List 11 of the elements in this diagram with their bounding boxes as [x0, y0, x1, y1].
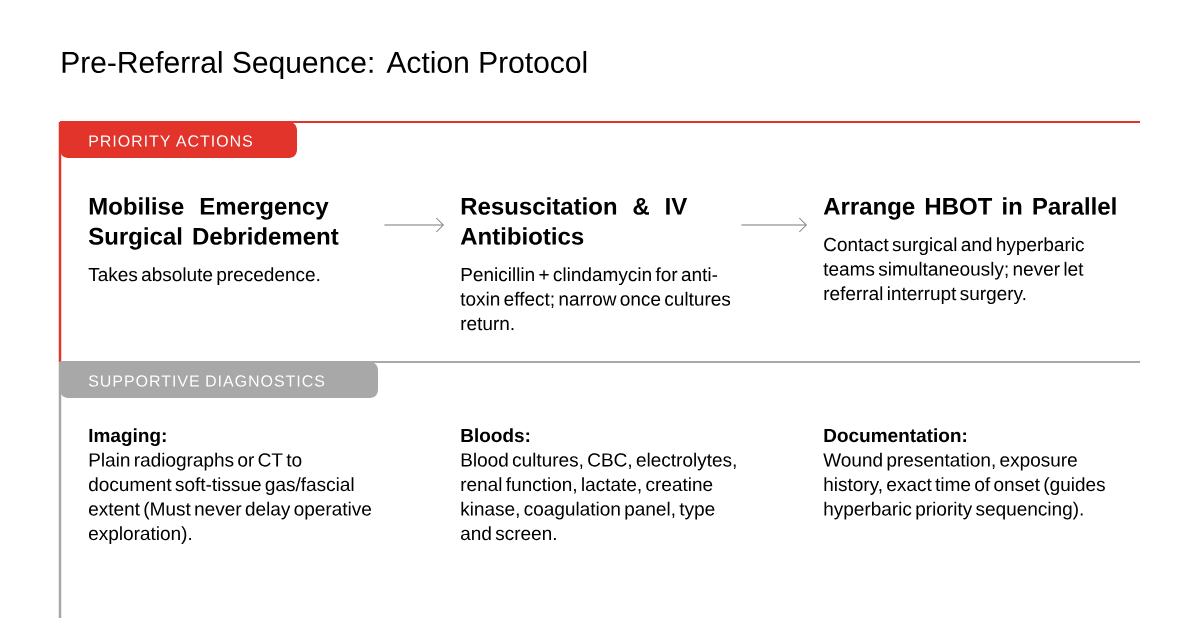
- arrow: [740, 217, 807, 233]
- action-step: Mobilise Emergency Surgical Debridement Takes absolute precedence.: [88, 197, 339, 286]
- section-tab: PRIORITY ACTIONS: [60, 122, 297, 158]
- diagnostic-item: Bloods: Blood cultures, CBC, electrolytes, renal function, lactate, creatine kinase, coagulation panel, type and screen.: [461, 428, 736, 541]
- arrow: [383, 217, 444, 233]
- diagnostic-item: Documentation: Wound presentation, exposure history, exact time of onset (guides hyperbaric priority sequencing).: [823, 428, 1105, 520]
- diagram-title: Pre-Referral Sequence: Action Protocol: [62, 51, 587, 79]
- section-tab: SUPPORTIVE DIAGNOSTICS: [60, 362, 378, 398]
- diagnostic-item: Imaging: Plain radiographs or CT to document soft-tissue gas/fascial extent (Must never delay operative exploration).: [89, 428, 371, 544]
- action-step: Arrange HBOT in Parallel Contact surgical and hyperbaric teams simultaneously; never let referral interrupt surgery.: [823, 197, 1116, 305]
- action-step: Resuscitation & IV Antibiotics Penicillin + clindamycin for anti-toxin effect; narrow once cultures return.: [460, 197, 731, 331]
